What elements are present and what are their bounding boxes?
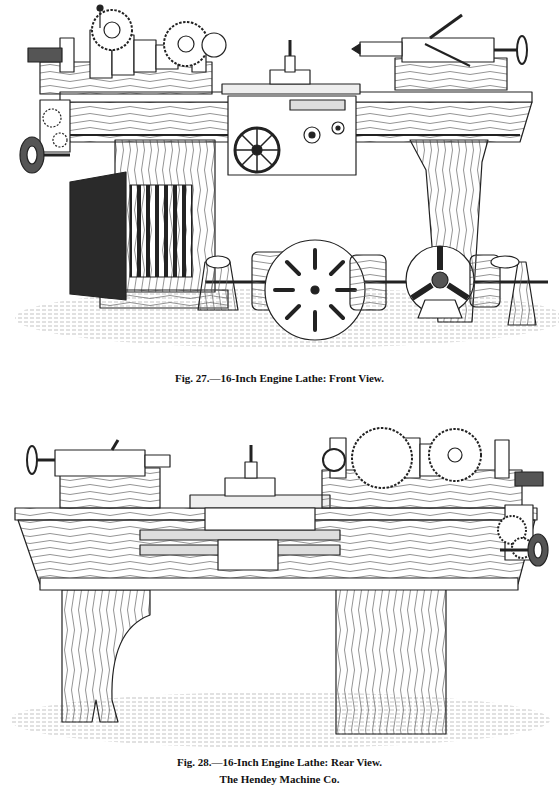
figure-caption: Fig. 28.—16-Inch Engine Lathe: Rear View… <box>0 756 559 768</box>
figure-caption: Fig. 27.—16-Inch Engine Lathe: Front Vie… <box>0 372 559 384</box>
maker-credit: The Hendey Machine Co. <box>0 773 559 785</box>
